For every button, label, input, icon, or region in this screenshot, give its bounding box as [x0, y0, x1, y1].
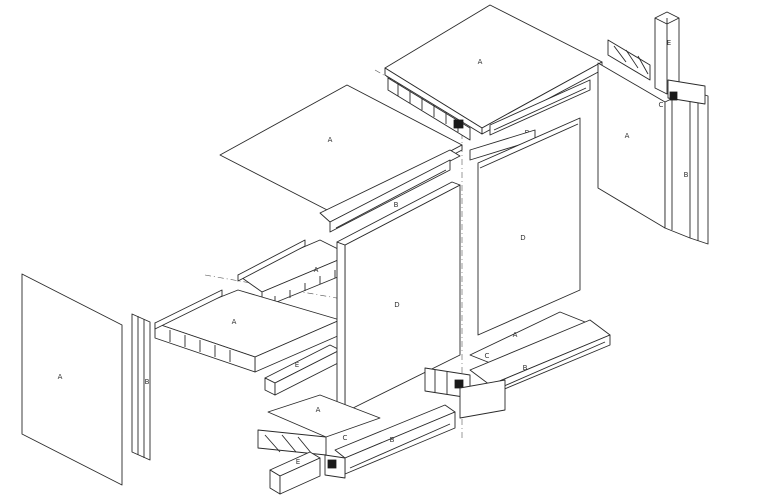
label-panel-bottom-left: A	[316, 406, 321, 414]
label-profile-right: B	[684, 171, 689, 179]
label-panel-bottom-right: A	[513, 331, 518, 339]
left-panel	[21, 273, 151, 486]
top-panel-assembly	[384, 4, 603, 141]
bottom-left-base	[257, 394, 456, 479]
right-board	[477, 117, 581, 336]
upper-left-shelf	[237, 239, 351, 309]
label-board-right: D	[520, 234, 525, 242]
label-panel-upper-shelf: A	[314, 266, 319, 274]
middle-panel-assembly	[219, 84, 463, 233]
label-tube-bottom: E	[296, 458, 300, 466]
label-panel-lower-shelf: A	[232, 318, 237, 326]
label-board-center: D	[394, 301, 399, 309]
label-profile-left: B	[145, 378, 150, 386]
bottom-tube	[269, 451, 321, 495]
label-panel-middle: A	[328, 136, 333, 144]
lower-left-shelf	[154, 289, 341, 373]
label-panel-left: A	[58, 373, 63, 381]
tube-e	[264, 344, 341, 396]
label-profile-bottom-right: B	[523, 364, 528, 372]
label-connector-bottom-left: C	[343, 434, 348, 442]
label-connector-bottom-right: C	[485, 352, 490, 360]
bottom-right-base	[424, 311, 611, 419]
label-tube-e: E	[295, 361, 299, 369]
label-profile-middle: B	[394, 201, 399, 209]
label-panel-right: A	[625, 132, 630, 140]
label-profile-bottom-left: B	[390, 436, 395, 444]
center-board	[336, 181, 461, 413]
label-tube-right: E	[667, 39, 671, 47]
label-connector-right: C	[659, 101, 664, 109]
label-panel-top: A	[478, 58, 483, 66]
right-wall-assembly	[597, 11, 709, 245]
